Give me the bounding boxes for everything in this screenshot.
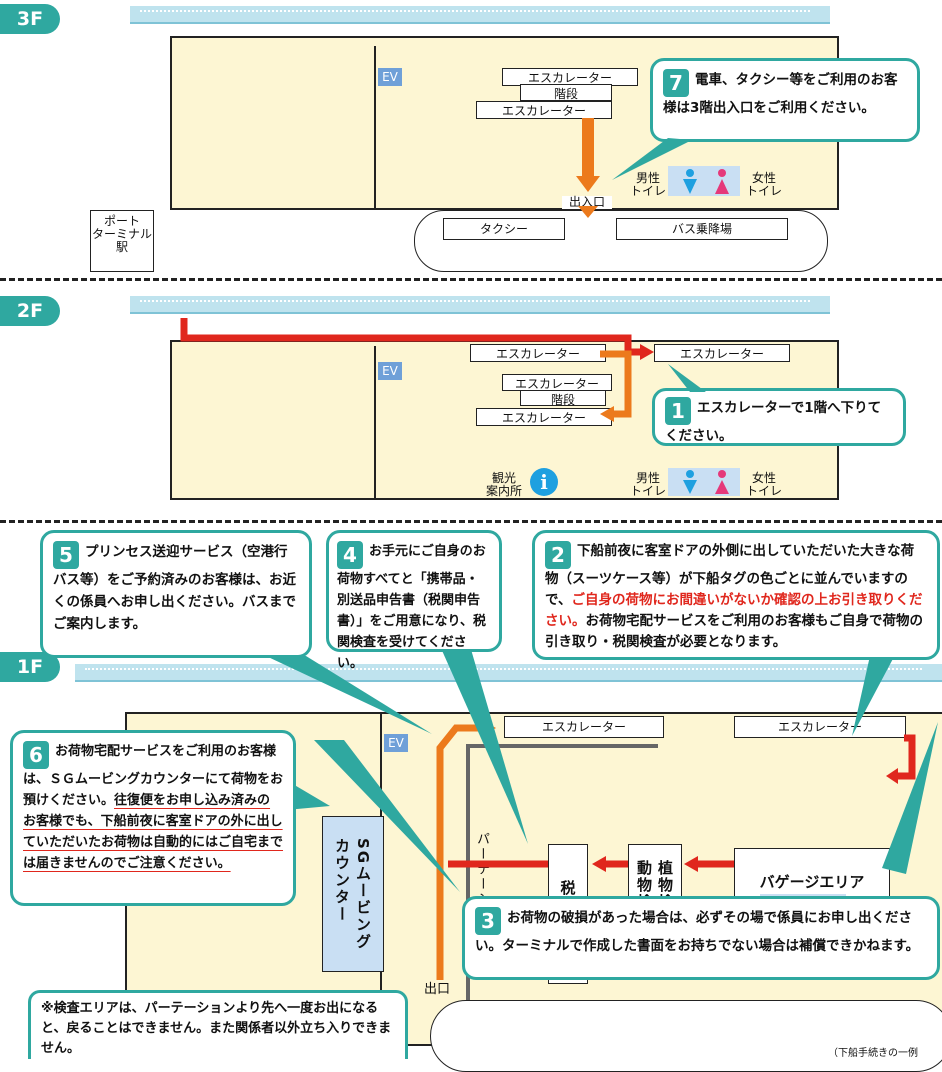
tourist-info-label: 観光 案内所 xyxy=(485,471,522,498)
elevator: EV xyxy=(378,362,402,380)
info-icon: i xyxy=(530,468,558,496)
sg-moving-counter: SGムービング カウンター xyxy=(322,816,384,972)
escalator-1f-left: エスカレーター xyxy=(504,716,664,738)
partition-wall xyxy=(374,346,376,498)
taxi-stand: タクシー xyxy=(443,218,565,240)
floor-divider xyxy=(0,520,942,523)
escalator-2f-b: エスカレーター xyxy=(476,408,612,426)
callout-4-text: お手元にご自身のお荷物すべてと「携帯品・別送品申告書（税関申告書）」をご用意にな… xyxy=(337,544,486,671)
step-badge-2: 2 xyxy=(545,541,571,569)
exit-lobby-outline xyxy=(430,1000,942,1072)
floor-tag-2f: 2F xyxy=(0,296,60,326)
ship-silhouette xyxy=(130,6,830,24)
step-badge-5: 5 xyxy=(53,541,79,569)
partition-wall xyxy=(374,46,376,208)
partition-line xyxy=(466,744,470,1006)
callout-2-text-red: ご自身の荷物にお間違いがないか確認の上お引き取りください。 xyxy=(545,592,923,629)
restroom-2f xyxy=(668,468,740,496)
inspection-area-note: ※検査エリアは、パーテーションより先へ一度お出になると、戻ることはできません。ま… xyxy=(28,990,408,1059)
toilet-male-label: 男性 トイレ xyxy=(629,171,666,198)
callout-5-text: プリンセス送迎サービス（空港行バス等）をご予約済みのお客様は、お近くの係員へお申… xyxy=(53,544,296,632)
callout-6-text-underlined: 往復便をお申し込み済みのお客様でも、下船前夜に客室ドアの外に出していただいたお荷… xyxy=(23,793,284,871)
elevator: EV xyxy=(378,68,402,86)
stairs-3f: 階段 xyxy=(520,84,612,101)
callout-2-text-a: 下船前夜に客室ドアの外側に出していただいた大きな荷物（スーツケース等）が下船タグ… xyxy=(545,543,915,608)
step-badge-7: 7 xyxy=(663,69,689,97)
escalator-3f-b: エスカレーター xyxy=(476,101,612,119)
step-badge-6: 6 xyxy=(23,741,49,769)
entrance-label: 出入口 xyxy=(562,196,612,209)
escalator-2f-right: エスカレーター xyxy=(654,344,790,362)
elevator: EV xyxy=(384,734,408,752)
callout-7-text: 電車、タクシー等をご利用のお客様は3階出入口をご利用ください。 xyxy=(663,72,898,116)
callout-1-text: エスカレーターで1階へ下りてください。 xyxy=(665,400,882,444)
toilet-male-label: 男性 トイレ xyxy=(629,471,666,498)
stairs-2f: 階段 xyxy=(520,390,606,407)
callout-2-text-b: お荷物宅配サービスをご利用のお客様もご自身で荷物の引き取り・税関検査が必要となり… xyxy=(545,613,923,650)
escalator-1f-right: エスカレーター xyxy=(734,716,906,738)
footnote: （下船手続きの一例 xyxy=(828,1048,918,1059)
step-badge-1: 1 xyxy=(665,397,691,425)
toilet-female-label: 女性 トイレ xyxy=(745,471,782,498)
callout-6-text-a: お荷物宅配サービスをご利用のお客様は、ＳＧムービングカウンターにて荷物をお預けく… xyxy=(23,744,284,808)
bus-stop: バス乗降場 xyxy=(616,218,788,240)
partition-line xyxy=(466,744,658,748)
ship-silhouette xyxy=(75,664,942,682)
floor-divider xyxy=(0,278,942,281)
restroom-3f xyxy=(668,166,740,196)
callout-3-text: お荷物の破損があった場合は、必ずその場で係員にお申し出ください。ターミナルで作成… xyxy=(475,910,920,954)
toilet-female-label: 女性 トイレ xyxy=(745,171,782,198)
exit-label: 出口 xyxy=(424,982,451,997)
ship-silhouette xyxy=(130,296,830,314)
port-terminal-station: ポート ターミナル 駅 xyxy=(90,210,154,272)
step-badge-4: 4 xyxy=(337,541,363,569)
floor-tag-3f: 3F xyxy=(0,4,60,34)
step-badge-3: 3 xyxy=(475,907,501,935)
